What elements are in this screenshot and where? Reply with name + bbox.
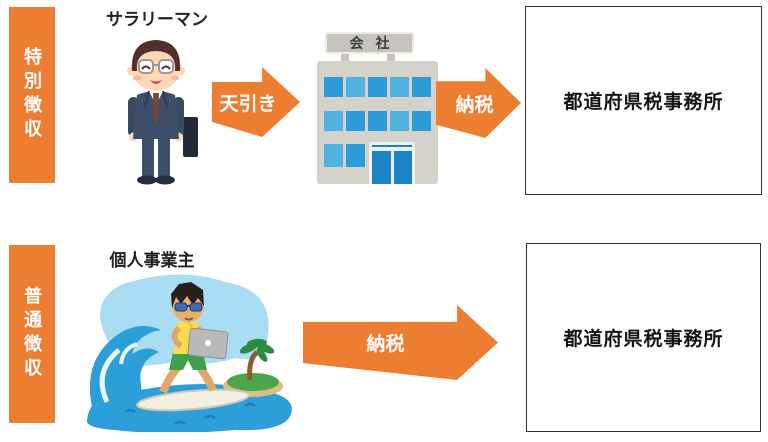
sole-proprietor-label: 個人事業主: [109, 251, 195, 270]
sign-post-right: [387, 54, 395, 62]
company-sign-label: 会社: [349, 35, 402, 51]
salaryman-label: サラリーマン: [106, 10, 208, 29]
window: [368, 77, 387, 97]
deduction-arrow: 天引き: [212, 67, 300, 137]
window-row: [324, 111, 431, 131]
building-body: [317, 61, 438, 184]
window: [390, 77, 409, 97]
window-row: [324, 77, 431, 97]
company-building-illustration: 会社: [317, 32, 438, 184]
tax-payment-arrow-label: 納税: [366, 334, 405, 355]
category-bar-ordinary-collection: 普通徴収: [9, 245, 55, 423]
tax-payment-arrow-special: 納税: [436, 68, 521, 138]
window: [412, 77, 431, 97]
deduction-arrow-label: 天引き: [219, 93, 277, 115]
category-label-ordinary: 普通徴収: [22, 286, 42, 382]
window: [324, 111, 343, 131]
prefectural-tax-office-label: 都道府県税事務所: [563, 92, 724, 113]
window: [412, 111, 431, 131]
window: [346, 77, 365, 97]
window: [346, 144, 365, 167]
window: [390, 111, 409, 131]
tax-payment-arrow-ordinary: 納税: [303, 305, 498, 380]
window-row: [324, 144, 365, 167]
company-sign: 会社: [325, 32, 414, 54]
category-label-special: 特別徴収: [22, 47, 42, 143]
sign-post-left: [341, 54, 349, 62]
window: [368, 111, 387, 131]
window: [346, 111, 365, 131]
prefectural-tax-office-box-special: 都道府県税事務所: [525, 6, 762, 195]
window: [324, 144, 343, 167]
tax-payment-arrow-label: 納税: [455, 94, 494, 116]
prefectural-tax-office-label: 都道府県税事務所: [563, 329, 724, 350]
building-door: [369, 142, 415, 184]
category-bar-special-collection: 特別徴収: [9, 7, 55, 183]
salaryman-illustration: [127, 40, 198, 185]
sole-proprietor-surfer-illustration: [86, 274, 292, 432]
prefectural-tax-office-box-ordinary: 都道府県税事務所: [526, 243, 761, 432]
window: [324, 77, 343, 97]
